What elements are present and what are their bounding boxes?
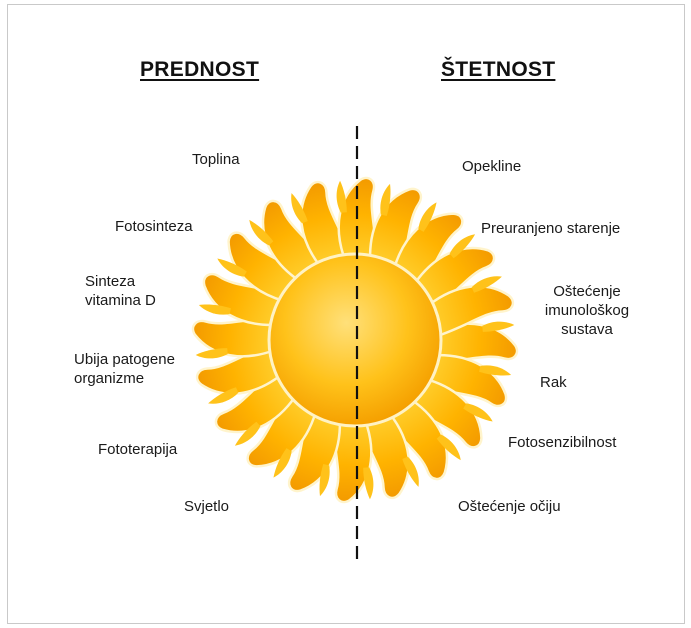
benefit-label: Toplina (192, 150, 240, 169)
harm-label: Rak (540, 373, 567, 392)
benefit-label: Ubija patogene organizme (74, 350, 175, 388)
sun-core (269, 254, 441, 426)
benefit-label: Svjetlo (184, 497, 229, 516)
benefit-label: Sinteza vitamina D (85, 272, 156, 310)
harm-label: Preuranjeno starenje (481, 219, 620, 238)
harm-label: Oštećenje imunološkog sustava (532, 282, 642, 339)
harm-label: Opekline (462, 157, 521, 176)
benefit-label: Fototerapija (98, 440, 177, 459)
benefit-label: Fotosinteza (115, 217, 193, 236)
harm-label: Oštećenje očiju (458, 497, 561, 516)
harm-label: Fotosenzibilnost (508, 433, 616, 452)
